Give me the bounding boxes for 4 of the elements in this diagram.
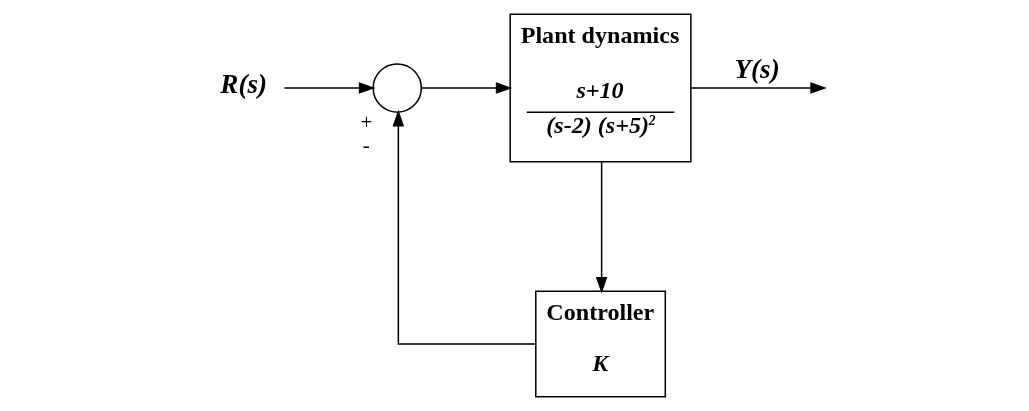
node-label: - — [362, 132, 370, 157]
edge-label: Y(s) — [734, 54, 780, 85]
node-text: R(s) — [220, 69, 268, 100]
node-label: + — [360, 110, 373, 135]
